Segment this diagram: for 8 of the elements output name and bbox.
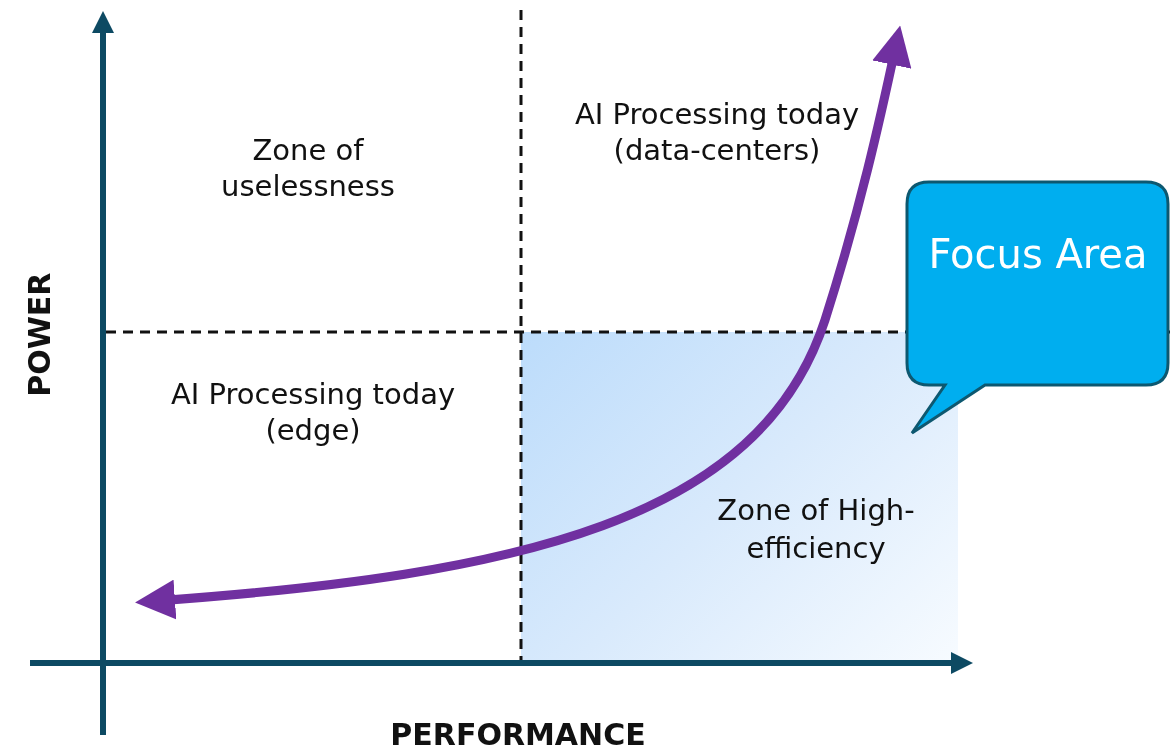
- quadrant-label: Zone of uselessness: [220, 132, 396, 205]
- zone-label: Zone of High-efficiency: [716, 492, 916, 567]
- callout-text: Focus Area: [927, 230, 1149, 279]
- axis-title: PERFORMANCE: [389, 716, 647, 754]
- shaded-zone: [521, 332, 958, 663]
- quadrant-label: AI Processing today (edge): [169, 376, 457, 449]
- quadrant-label: AI Processing today (data-centers): [573, 96, 861, 169]
- axis-title: POWER: [21, 271, 59, 399]
